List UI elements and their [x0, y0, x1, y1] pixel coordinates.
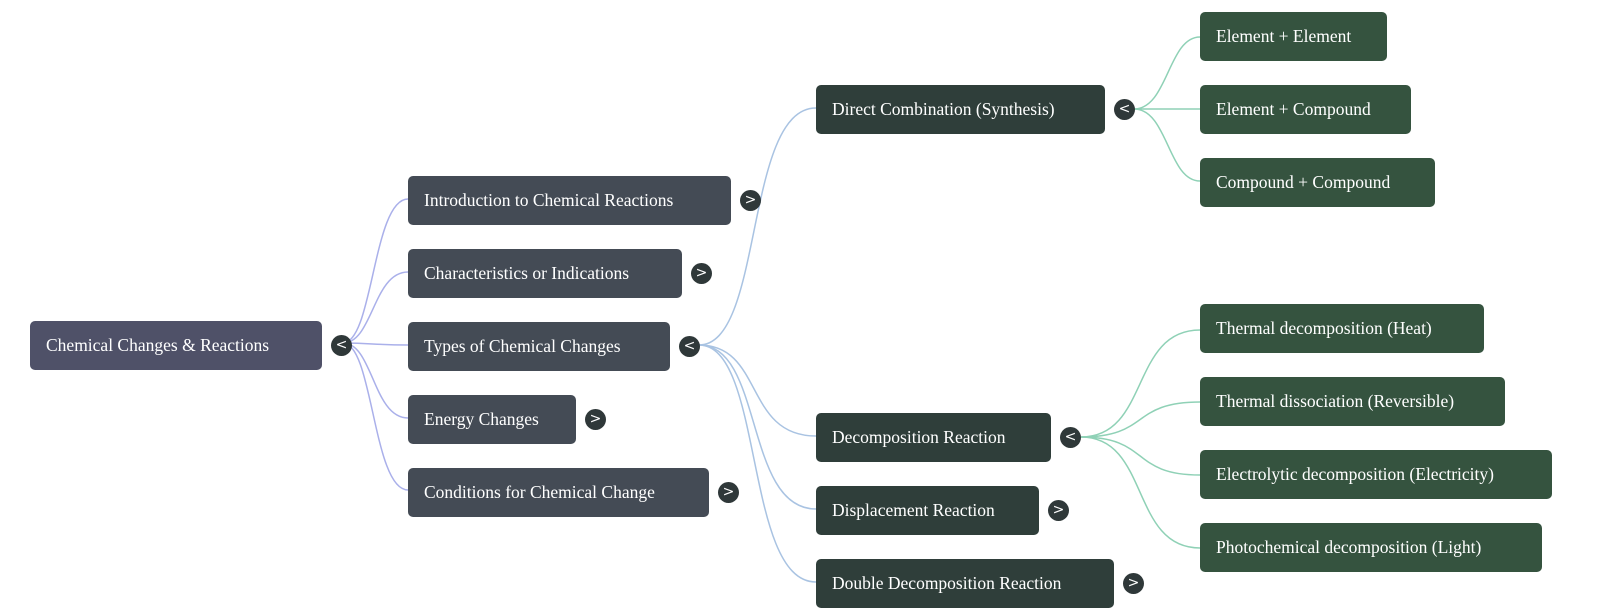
link-root-energy	[342, 342, 409, 419]
node-introduction-to-chemical-reactions[interactable]: Introduction to Chemical Reactions	[408, 176, 731, 225]
node-conditions-for-chemical-change[interactable]: Conditions for Chemical Change	[408, 468, 709, 517]
link-decomp-photochemical	[1080, 436, 1201, 549]
link-types-double-decomposition	[698, 344, 817, 583]
node-thermal-decomposition[interactable]: Thermal decomposition (Heat)	[1200, 304, 1484, 353]
link-root-introduction	[342, 198, 409, 344]
link-root-conditions	[342, 342, 409, 491]
link-types-direct-combination	[698, 107, 817, 346]
decomposition-collapse-toggle[interactable]: <	[1060, 427, 1081, 448]
root-collapse-toggle[interactable]: <	[331, 335, 352, 356]
link-decomp-thermal-dissociation	[1080, 401, 1201, 438]
link-root-types	[342, 342, 409, 346]
link-direct-compound-compound	[1133, 108, 1201, 182]
displacement-expand-toggle[interactable]: >	[1048, 500, 1069, 521]
link-decomp-thermal-heat	[1080, 329, 1201, 438]
node-thermal-dissociation[interactable]: Thermal dissociation (Reversible)	[1200, 377, 1505, 426]
node-characteristics-or-indications[interactable]: Characteristics or Indications	[408, 249, 682, 298]
node-electrolytic-decomposition[interactable]: Electrolytic decomposition (Electricity)	[1200, 450, 1552, 499]
node-direct-combination[interactable]: Direct Combination (Synthesis)	[816, 85, 1105, 134]
direct-combination-collapse-toggle[interactable]: <	[1114, 99, 1135, 120]
node-energy-changes[interactable]: Energy Changes	[408, 395, 576, 444]
node-displacement-reaction[interactable]: Displacement Reaction	[816, 486, 1039, 535]
node-element-element[interactable]: Element + Element	[1200, 12, 1387, 61]
link-types-decomposition	[698, 344, 817, 437]
node-double-decomposition-reaction[interactable]: Double Decomposition Reaction	[816, 559, 1114, 608]
link-direct-element-element	[1133, 36, 1201, 110]
link-decomp-electrolytic	[1080, 436, 1201, 476]
types-collapse-toggle[interactable]: <	[679, 336, 700, 357]
double-decomposition-expand-toggle[interactable]: >	[1123, 573, 1144, 594]
characteristics-expand-toggle[interactable]: >	[691, 263, 712, 284]
introduction-expand-toggle[interactable]: >	[740, 190, 761, 211]
node-types-of-chemical-changes[interactable]: Types of Chemical Changes	[408, 322, 670, 371]
node-element-compound[interactable]: Element + Compound	[1200, 85, 1411, 134]
root-node[interactable]: Chemical Changes & Reactions	[30, 321, 322, 370]
link-types-displacement	[698, 344, 817, 510]
node-compound-compound[interactable]: Compound + Compound	[1200, 158, 1435, 207]
node-photochemical-decomposition[interactable]: Photochemical decomposition (Light)	[1200, 523, 1542, 572]
energy-expand-toggle[interactable]: >	[585, 409, 606, 430]
conditions-expand-toggle[interactable]: >	[718, 482, 739, 503]
link-root-characteristics	[342, 271, 409, 344]
node-decomposition-reaction[interactable]: Decomposition Reaction	[816, 413, 1051, 462]
